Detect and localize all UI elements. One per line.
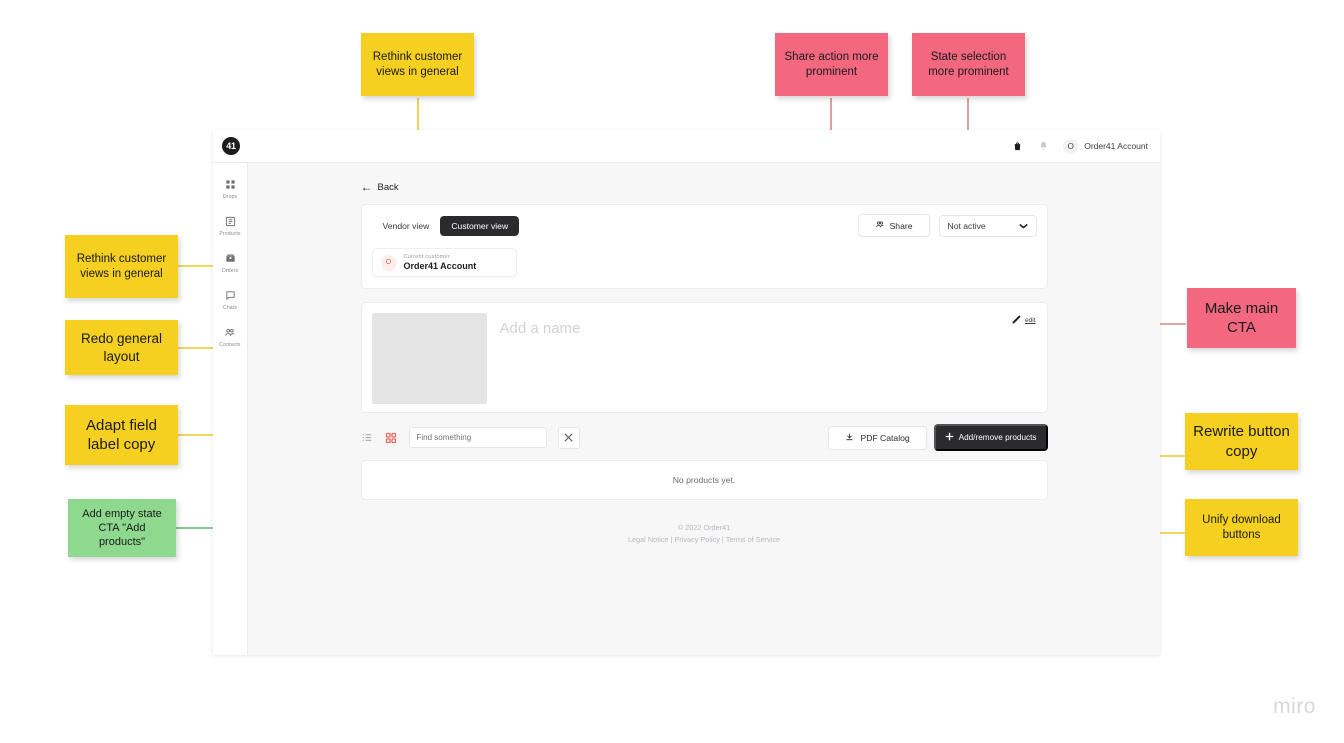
note-rethink-top[interactable]: Rethink customer views in general <box>361 33 474 96</box>
note-adapt-field[interactable]: Adapt field label copy <box>65 405 178 465</box>
account-name: Order41 Account <box>1084 141 1148 151</box>
state-select-value: Not active <box>947 220 986 231</box>
toolbar-left <box>361 426 580 449</box>
list-view-icon[interactable] <box>361 431 374 444</box>
tab-vendor-view[interactable]: Vendor view <box>371 215 441 236</box>
app-topbar: 41 O Order41 Account <box>213 130 1160 163</box>
sticky-note-text: Rethink customer views in general <box>372 50 463 78</box>
sticky-note-text: Make main CTA <box>1204 299 1279 336</box>
app-footer: © 2022 Order41 Legal Notice | Privacy Po… <box>361 522 1048 546</box>
sidebar: Drops Products Orders Chats <box>213 163 248 655</box>
image-placeholder[interactable] <box>371 313 487 404</box>
sidebar-item-label: Chats <box>222 305 238 311</box>
avatar: O <box>1063 138 1079 154</box>
list-card-icon <box>223 214 238 229</box>
grid-view-icon[interactable] <box>385 431 398 444</box>
tab-customer-view[interactable]: Customer view <box>440 215 520 236</box>
note-state-selection[interactable]: State selection more prominent <box>912 33 1025 96</box>
drop-name-card: Add a name edit <box>360 302 1048 413</box>
box-icon <box>223 251 238 266</box>
pdf-catalog-label: PDF Catalog <box>860 432 910 443</box>
sticky-note-text: Redo general layout <box>80 331 163 364</box>
sidebar-item-label: Products <box>219 231 241 237</box>
products-empty-state: No products yet. <box>360 460 1048 500</box>
current-customer-value: Order41 Account <box>403 261 477 271</box>
state-select[interactable]: Not active <box>938 214 1037 237</box>
current-customer-text: Current customer Order41 Account <box>404 254 477 271</box>
search-input[interactable] <box>408 427 547 448</box>
sticky-note-text: Add empty state CTA "Add products" <box>82 507 162 549</box>
plus-icon <box>945 432 954 443</box>
clear-search-button[interactable] <box>557 426 580 449</box>
footer-link-legal-notice[interactable]: Legal Notice <box>627 535 669 545</box>
sticky-note-text: Unify download buttons <box>1202 513 1281 541</box>
sidebar-item-products[interactable]: Products <box>213 214 248 237</box>
sidebar-item-label: Drops <box>222 194 238 200</box>
current-customer-chip[interactable]: O Current customer Order41 Account <box>371 248 518 277</box>
empty-state-text: No products yet. <box>672 475 736 485</box>
drop-name-placeholder[interactable]: Add a name <box>499 320 581 337</box>
order41-logo[interactable]: 41 <box>222 137 240 155</box>
grid-icon <box>223 177 238 192</box>
people-icon <box>875 220 885 231</box>
account-menu[interactable]: O Order41 Account <box>1063 138 1148 154</box>
back-button[interactable]: ← Back <box>361 181 1048 193</box>
note-make-main-cta[interactable]: Make main CTA <box>1187 288 1296 348</box>
sticky-note-text: Adapt field label copy <box>86 416 157 453</box>
header-actions: Share Not active <box>857 214 1037 237</box>
view-tabs: Vendor view Customer view <box>371 215 520 236</box>
sticky-note-text: Rewrite button copy <box>1193 423 1290 460</box>
add-remove-products-label: Add/remove products <box>958 433 1037 442</box>
note-unify-download[interactable]: Unify download buttons <box>1185 499 1298 556</box>
avatar: O <box>380 254 397 271</box>
notification-bell-icon[interactable] <box>1037 139 1050 153</box>
chat-bubble-icon <box>223 288 238 303</box>
note-add-empty-state[interactable]: Add empty state CTA "Add products" <box>68 499 176 557</box>
add-remove-products-button[interactable]: Add/remove products <box>933 424 1048 451</box>
miro-watermark: miro <box>1273 695 1316 718</box>
products-toolbar: PDF Catalog Add/remove products <box>361 424 1048 451</box>
edit-link[interactable]: edit <box>1011 314 1036 327</box>
pdf-catalog-button[interactable]: PDF Catalog <box>828 425 927 450</box>
footer-links: Legal Notice | Privacy Policy | Terms of… <box>361 534 1048 546</box>
footer-separator-2: | <box>719 535 726 545</box>
header-card-toprow: Vendor view Customer view Share <box>371 214 1037 237</box>
toolbar-right: PDF Catalog Add/remove products <box>828 424 1048 451</box>
share-button[interactable]: Share <box>857 214 930 237</box>
sidebar-item-label: Contacts <box>219 342 241 348</box>
sidebar-item-orders[interactable]: Orders <box>213 251 248 274</box>
footer-separator-1: | <box>668 535 675 545</box>
footer-copyright: © 2022 Order41 <box>677 523 731 532</box>
sticky-note-text: Rethink customer views in general <box>76 252 167 280</box>
note-redo-layout[interactable]: Redo general layout <box>65 320 178 375</box>
download-icon <box>845 432 854 444</box>
current-customer-label: Current customer <box>403 254 450 260</box>
sticky-note-text: State selection more prominent <box>928 50 1009 78</box>
header-card: Vendor view Customer view Share <box>360 204 1048 289</box>
sidebar-item-label: Orders <box>221 268 239 274</box>
pencil-icon <box>1011 314 1022 327</box>
chevron-down-icon <box>1018 221 1028 231</box>
topbar-right-cluster: O Order41 Account <box>1011 138 1148 154</box>
footer-link-privacy-policy[interactable]: Privacy Policy <box>674 535 720 545</box>
main-content: ← Back Vendor view Customer view <box>248 163 1160 655</box>
note-rethink-left[interactable]: Rethink customer views in general <box>65 235 178 298</box>
app-window: 41 O Order41 Account Drops <box>213 130 1160 655</box>
edit-link-label: edit <box>1025 317 1036 324</box>
sidebar-item-drops[interactable]: Drops <box>213 177 248 200</box>
note-rewrite-button-copy[interactable]: Rewrite button copy <box>1185 413 1298 470</box>
sidebar-item-contacts[interactable]: Contacts <box>213 325 248 348</box>
sidebar-item-chats[interactable]: Chats <box>213 288 248 311</box>
note-share-action[interactable]: Share action more prominent <box>775 33 888 96</box>
footer-link-terms-of-service[interactable]: Terms of Service <box>725 535 781 545</box>
shopping-bag-icon[interactable] <box>1011 139 1024 153</box>
people-icon <box>223 325 238 340</box>
arrow-left-icon: ← <box>360 180 373 194</box>
share-button-label: Share <box>889 220 913 231</box>
sticky-note-text: Share action more prominent <box>784 50 879 78</box>
app-body: Drops Products Orders Chats <box>213 163 1160 655</box>
back-label: Back <box>377 181 399 193</box>
